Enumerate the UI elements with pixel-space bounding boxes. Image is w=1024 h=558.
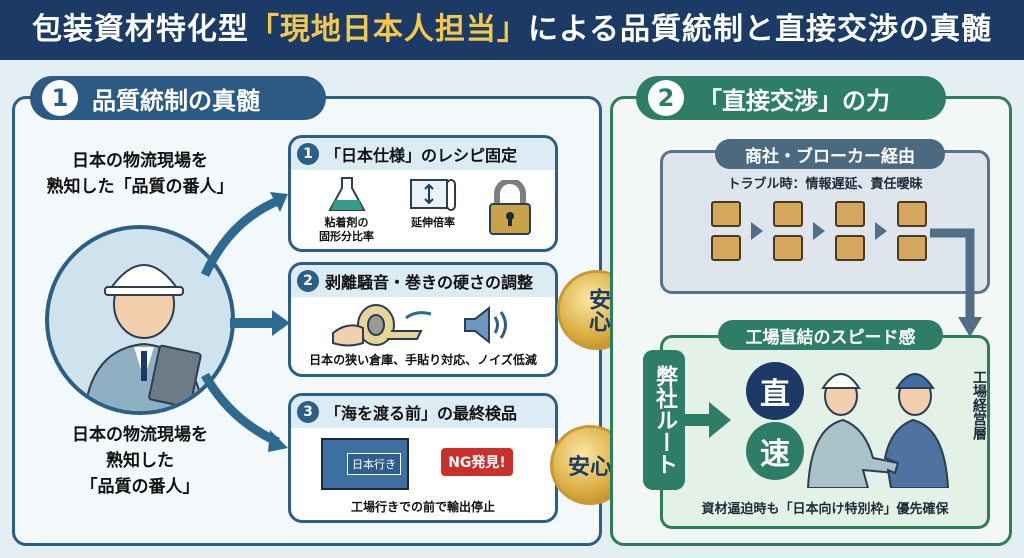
box-icon bbox=[711, 201, 741, 227]
stretch-ratio-item: 延伸倍率 bbox=[409, 178, 457, 230]
title-pre: 包装資材特化型 bbox=[31, 12, 249, 47]
adhesive-ratio-label: 粘着剤の 固形分比率 bbox=[319, 216, 374, 243]
arrow-icon bbox=[751, 222, 763, 240]
direct-badge: 直 bbox=[746, 362, 804, 420]
flow-arrows bbox=[200, 192, 290, 452]
shipping-container-icon: 日本行き bbox=[321, 438, 409, 490]
quality-tab: 1 品質統制の真髄 bbox=[30, 76, 326, 120]
arrow-icon bbox=[875, 222, 887, 240]
card-recipe-fixed: 1 「日本仕様」のレシピ固定 粘着剤の 固形分比率 延伸倍率 bbox=[288, 135, 558, 252]
card-title: 「日本仕様」のレシピ固定 bbox=[325, 146, 518, 165]
route-arrow-icon bbox=[683, 402, 731, 438]
section-number: 1 bbox=[42, 80, 78, 116]
section-title: 「直接交渉」の力 bbox=[698, 86, 890, 115]
broker-chain bbox=[711, 201, 927, 261]
guardian-line: 熟知した「品質の番人」 bbox=[46, 177, 234, 197]
guardian-label-bottom: 日本の物流現場を 熟知した 「品質の番人」 bbox=[20, 422, 260, 500]
film-roll-icon bbox=[410, 179, 456, 211]
broker-route-box: トラブル時：情報遅延、責任曖昧 bbox=[660, 150, 990, 294]
speaker-icon bbox=[464, 305, 507, 345]
title-post: による品質統制と直接交渉の真髄 bbox=[527, 12, 993, 47]
card-title: 剥離騒音・巻きの硬さの調整 bbox=[325, 273, 534, 292]
guardian-line: 日本の物流現場を bbox=[72, 425, 208, 445]
section-title: 品質統制の真髄 bbox=[92, 86, 260, 115]
guardian-line: 日本の物流現場を bbox=[72, 151, 208, 171]
broker-title: 商社・ブローカー経由 bbox=[715, 139, 945, 169]
box-icon bbox=[835, 201, 865, 227]
factory-management-label: 工場経営層 bbox=[971, 370, 987, 440]
worker-icon bbox=[83, 264, 205, 411]
lock-icon bbox=[489, 180, 531, 235]
our-route-label: 弊社ルート bbox=[643, 350, 685, 490]
section-number: 2 bbox=[648, 80, 684, 116]
box-icon bbox=[773, 235, 803, 261]
broker-note: トラブル時：情報遅延、責任曖昧 bbox=[727, 177, 923, 192]
box-icon bbox=[835, 235, 865, 261]
card-number: 3 bbox=[297, 401, 319, 423]
card-final-inspection: 3 「海を渡る前」の最終検品 日本行き NG発見! 工場行きでの前で輸出停止 bbox=[288, 393, 558, 523]
factory-caption: 資材逼迫時も「日本向け特別枠」優先確保 bbox=[701, 502, 949, 517]
speed-badge: 速 bbox=[746, 422, 804, 480]
route-arrow-icon bbox=[930, 228, 982, 337]
arrow-icon bbox=[813, 222, 825, 240]
adhesive-ratio-item: 粘着剤の 固形分比率 bbox=[319, 176, 374, 244]
box-icon bbox=[897, 235, 927, 261]
guardian-label-top: 日本の物流現場を 熟知した「品質の番人」 bbox=[20, 148, 260, 200]
handshake-illustration bbox=[806, 373, 950, 488]
guardian-line: 「品質の番人」 bbox=[80, 477, 200, 497]
card-title: 「海を渡る前」の最終検品 bbox=[325, 404, 518, 423]
container-label: 日本行き bbox=[347, 453, 401, 475]
ng-found-badge: NG発見! bbox=[441, 448, 513, 476]
negotiation-tab: 2 「直接交渉」の力 bbox=[636, 76, 946, 120]
stretch-ratio-label: 延伸倍率 bbox=[411, 216, 455, 229]
box-icon bbox=[773, 201, 803, 227]
tape-roll-icon bbox=[332, 304, 432, 347]
box-icon bbox=[897, 201, 927, 227]
card-number: 2 bbox=[297, 270, 319, 292]
card-caption: 工場行きでの前で輸出停止 bbox=[350, 500, 495, 514]
flask-icon bbox=[327, 177, 366, 211]
guardian-line: 熟知した bbox=[106, 451, 174, 471]
box-icon bbox=[711, 235, 741, 261]
title-highlight: 「現地日本人担当」 bbox=[248, 12, 528, 47]
factory-title: 工場直結のスピード感 bbox=[718, 320, 943, 350]
card-caption: 日本の狭い倉庫、手貼り対応、ノイズ低減 bbox=[309, 353, 537, 367]
card-noise-adjustment: 2 剥離騒音・巻きの硬さの調整 日本の狭い倉庫、手貼り対応、ノイズ低減 bbox=[288, 262, 558, 377]
card-number: 1 bbox=[297, 143, 319, 165]
page-title: 包装資材特化型「現地日本人担当」による品質統制と直接交渉の真髄 bbox=[0, 0, 1024, 60]
